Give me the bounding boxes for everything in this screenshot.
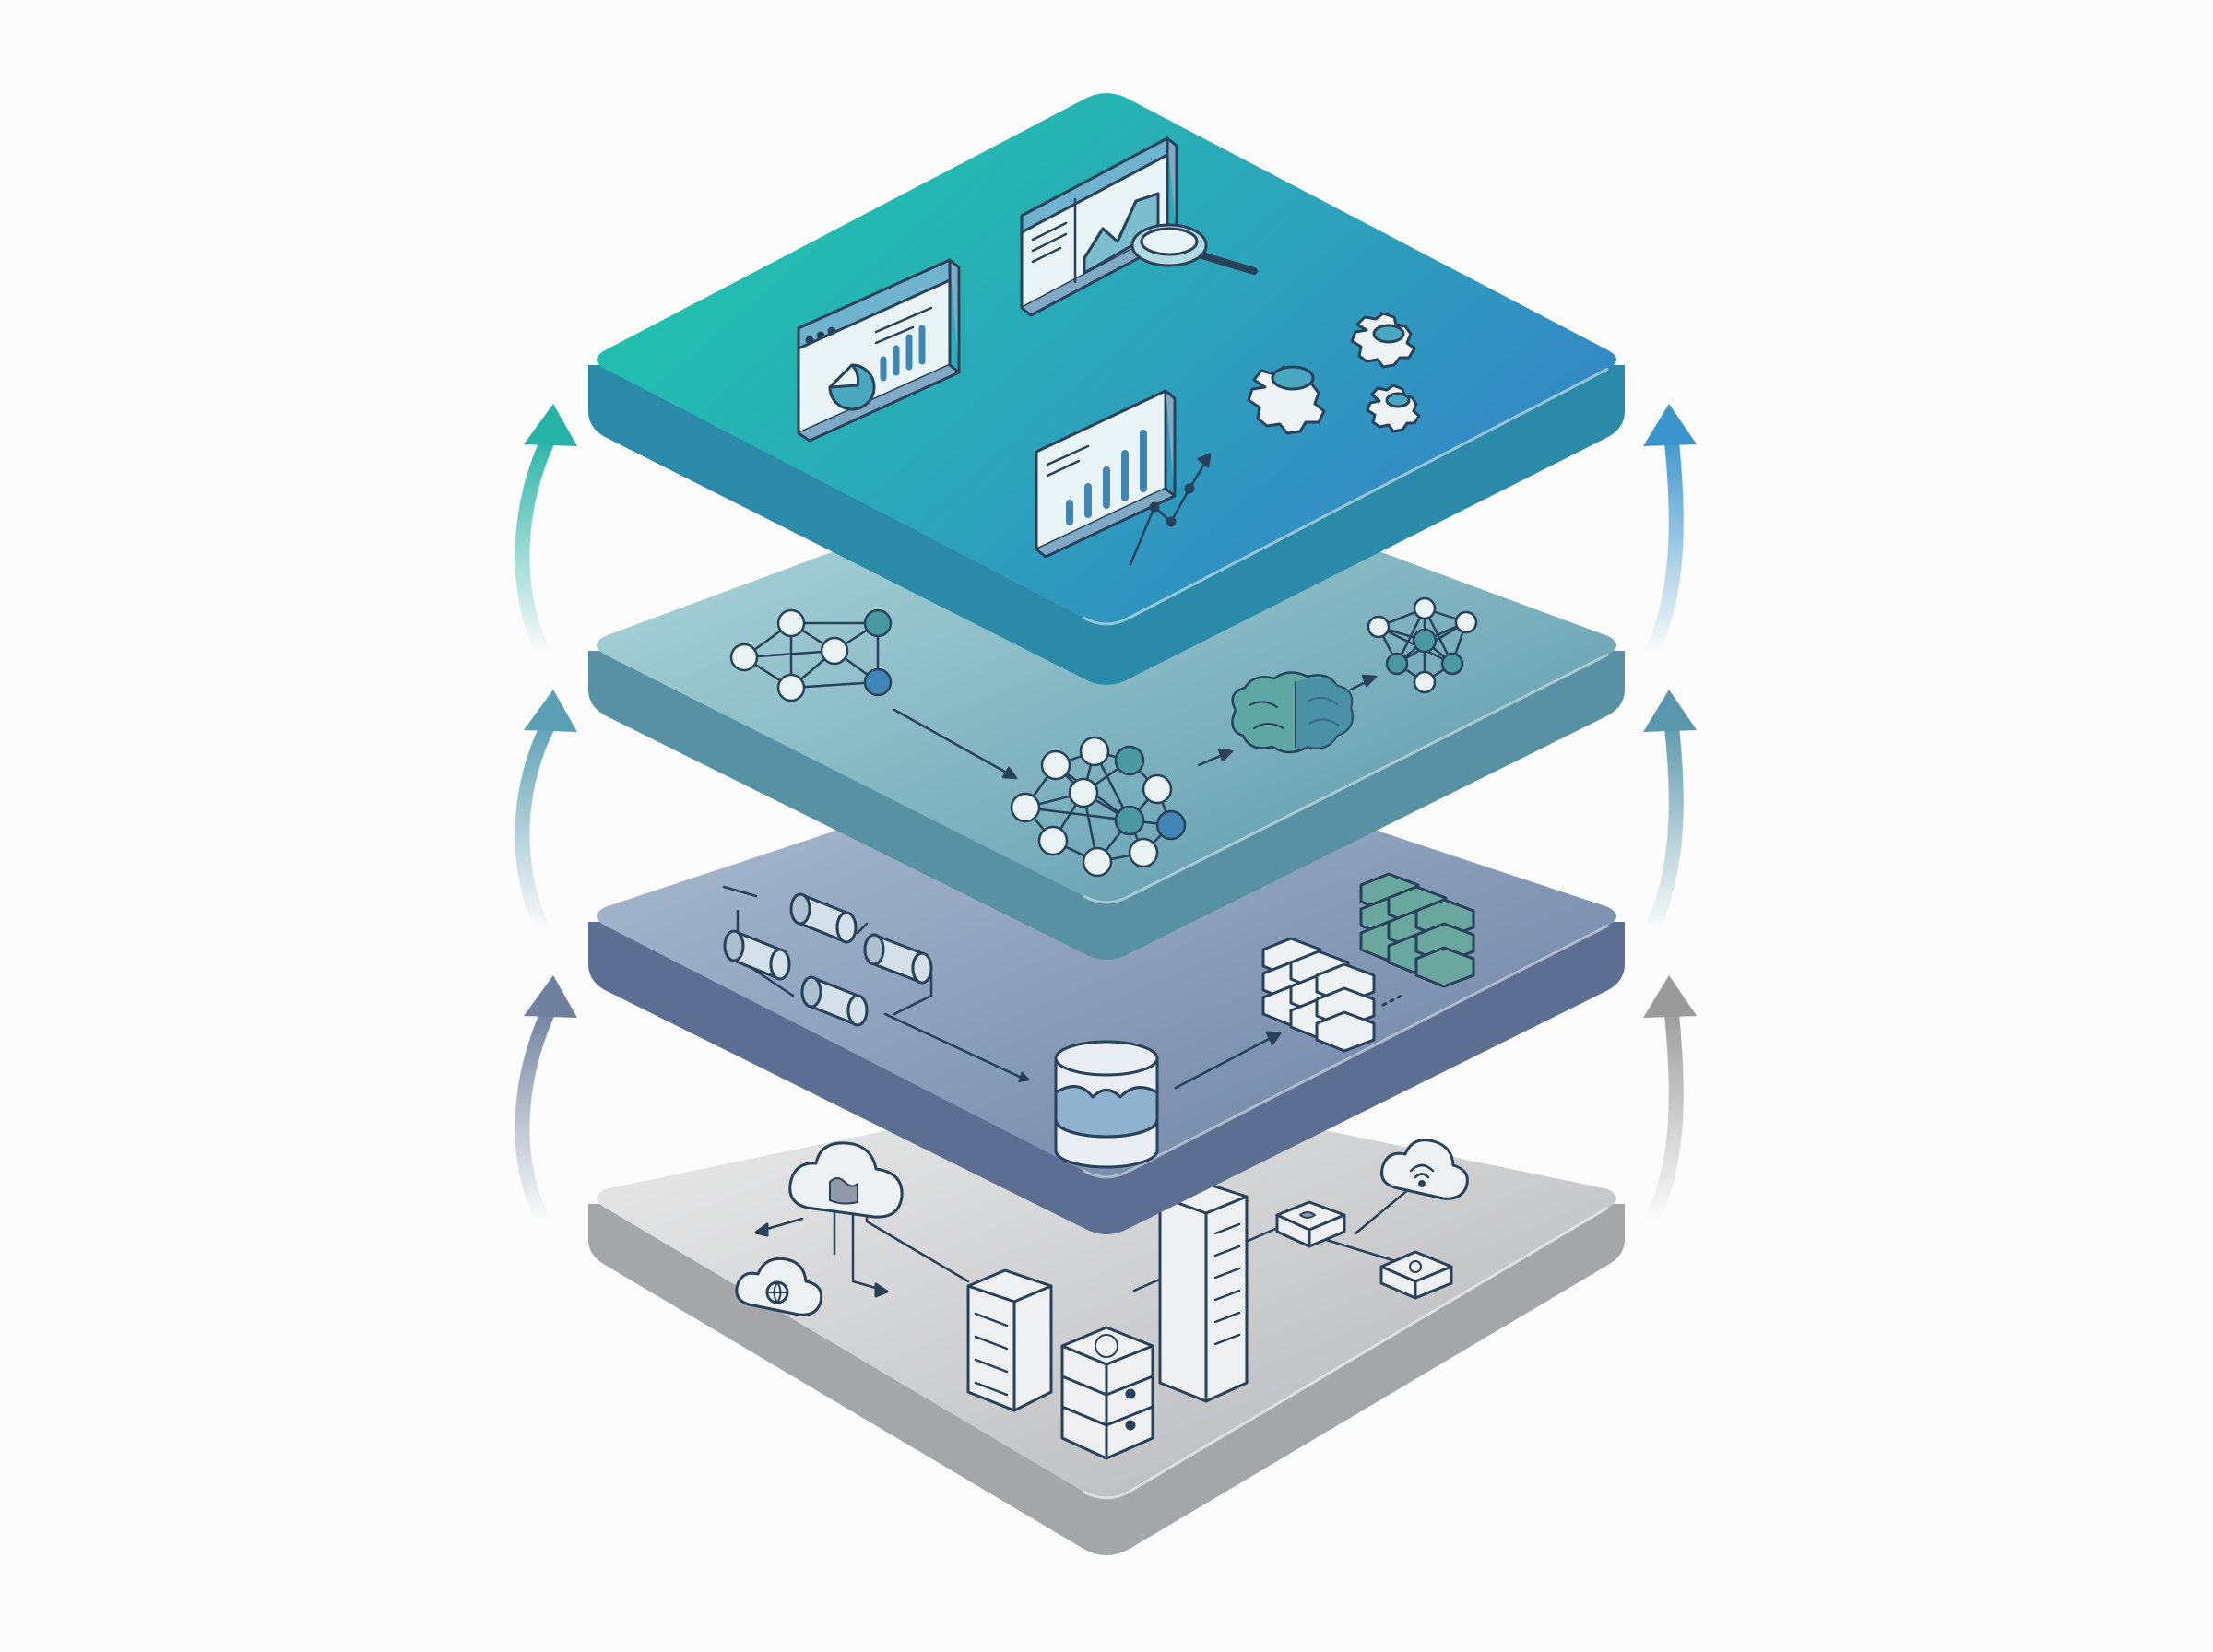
cloud-network-icon xyxy=(735,1257,823,1316)
arrow-right-infra-to-data xyxy=(1643,975,1697,1229)
storage-blocks-icon xyxy=(1261,872,1475,1053)
small-network-icon xyxy=(729,608,893,702)
dashboard-icon xyxy=(797,258,961,442)
arrow-left-data-to-models xyxy=(515,690,577,938)
application-icons xyxy=(797,136,1421,566)
layer-top xyxy=(597,93,1616,624)
router-icon xyxy=(1379,1250,1453,1300)
brain-icon xyxy=(1231,671,1354,754)
report-chart-icon xyxy=(1035,389,1212,566)
layer-infrastructure xyxy=(588,1083,1625,1555)
cloud-wifi-icon xyxy=(1380,1139,1469,1200)
arrow-right-data-to-models xyxy=(1643,690,1697,938)
arrow-right-models-to-apps xyxy=(1643,404,1697,662)
cloud-storage-icon xyxy=(788,1141,904,1219)
stacked-servers-icon xyxy=(1060,1326,1154,1460)
network-switch-icon xyxy=(1275,1200,1346,1248)
layer-applications xyxy=(588,93,1625,685)
data-icons xyxy=(722,872,1475,1169)
gears-icon xyxy=(1247,312,1421,435)
arrow-left-infra-to-data xyxy=(515,975,577,1229)
infrastructure-icons xyxy=(735,1139,1469,1460)
arrow-left-models-to-apps xyxy=(515,404,577,662)
network-graph-icon xyxy=(1367,596,1478,694)
analytics-search-icon xyxy=(1020,136,1258,317)
flow-arrows xyxy=(515,404,1697,1229)
database-icon xyxy=(1054,1040,1159,1169)
pipeline-icon xyxy=(722,885,1031,1082)
server-rack-icon xyxy=(966,1268,1053,1412)
server-rack-icon xyxy=(1158,1180,1249,1403)
model-icons xyxy=(729,596,1478,878)
neural-network-icon xyxy=(1010,736,1187,878)
